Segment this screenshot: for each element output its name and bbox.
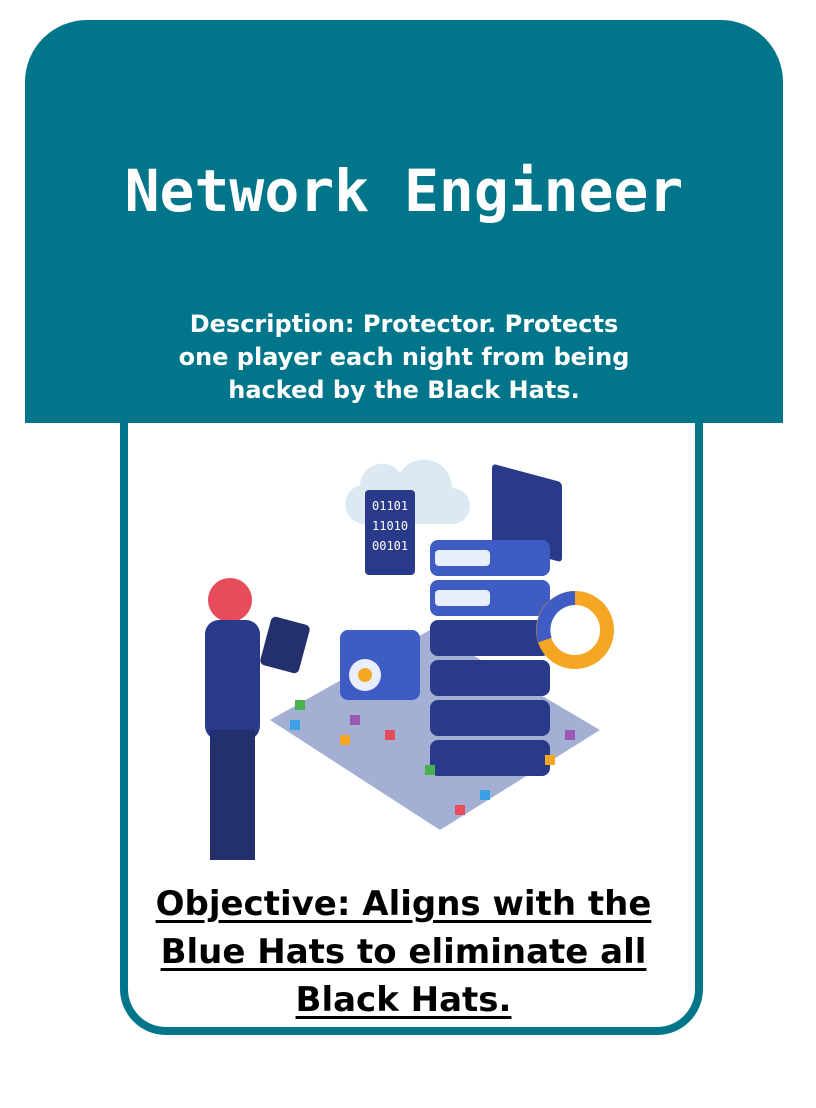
role-objective: Objective: Aligns with the Blue Hats to … xyxy=(155,884,652,1020)
role-title: Network Engineer xyxy=(124,157,684,225)
svg-text:00101: 00101 xyxy=(372,539,408,553)
network-engineer-server-illustration-icon: 01101 11010 00101 xyxy=(205,459,614,860)
svg-text:11010: 11010 xyxy=(372,519,408,533)
role-card-header: Network Engineer Description: Protector.… xyxy=(25,20,783,423)
svg-text:01101: 01101 xyxy=(372,499,408,513)
role-description: Description: Protector. Protects one pla… xyxy=(178,310,630,404)
